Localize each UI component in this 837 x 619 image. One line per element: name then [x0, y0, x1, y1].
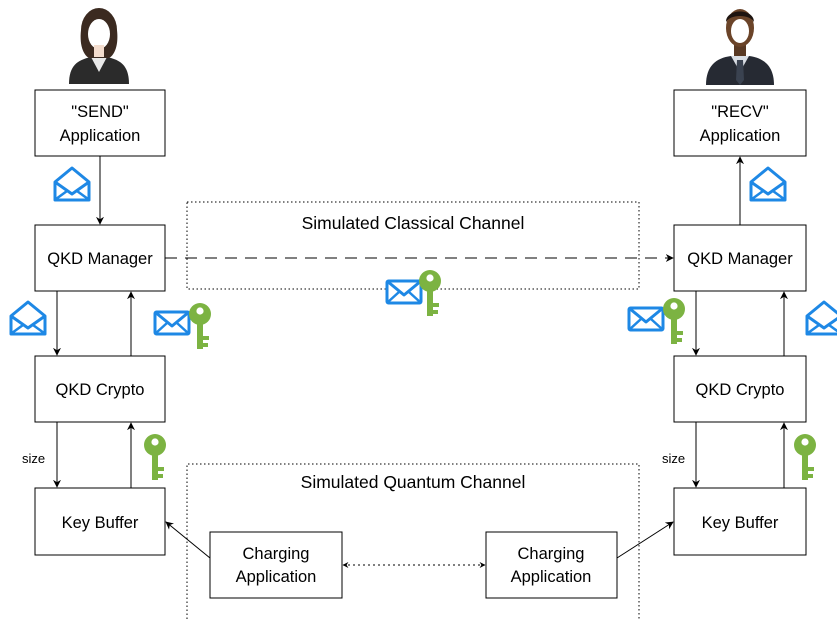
right-charging-application-box: Charging Application [485, 531, 618, 599]
left-charging-label-2: Application [236, 568, 317, 586]
left-qkd-crypto-box: QKD Crypto [34, 355, 166, 423]
right-qkd-crypto-box: QKD Crypto [673, 355, 807, 423]
left-qkd-manager-box: QKD Manager [34, 224, 166, 292]
right-qkd-crypto-label: QKD Crypto [696, 381, 785, 399]
left-size-label: size [22, 451, 45, 466]
left-qkd-manager-label: QKD Manager [47, 250, 153, 268]
envelope-icon [627, 306, 665, 332]
envelope-icon [805, 300, 837, 336]
right-key-buffer-box: Key Buffer [673, 487, 807, 556]
quantum-channel-label: Simulated Quantum Channel [301, 472, 526, 492]
classical-channel: Simulated Classical Channel [186, 201, 640, 290]
send-application-label-1: "SEND" [71, 103, 129, 121]
woman-user-icon [69, 8, 129, 84]
left-charging-label-1: Charging [243, 545, 310, 563]
right-qkd-manager-box: QKD Manager [673, 224, 807, 292]
key-icon [144, 434, 166, 480]
envelope-icon [749, 166, 787, 202]
classical-channel-label: Simulated Classical Channel [302, 213, 525, 233]
send-application-box: "SEND" Application [34, 89, 166, 157]
envelope-icon [153, 310, 191, 336]
right-qkd-manager-label: QKD Manager [687, 250, 793, 268]
right-charging-label-1: Charging [518, 545, 585, 563]
left-qkd-crypto-label: QKD Crypto [56, 381, 145, 399]
left-charging-application-box: Charging Application [209, 531, 343, 599]
envelope-icon [385, 279, 423, 305]
left-key-buffer-label: Key Buffer [62, 514, 139, 532]
right-size-label: size [662, 451, 685, 466]
right-charging-label-2: Application [511, 568, 592, 586]
key-icon [794, 434, 816, 480]
envelope-icon [53, 166, 91, 202]
envelope-icon [9, 300, 47, 336]
arrow-right-charging-to-buffer [616, 521, 674, 559]
key-icon [663, 298, 685, 344]
send-application-label-2: Application [60, 127, 141, 145]
recv-application-label-1: "RECV" [711, 103, 769, 121]
key-icon [189, 303, 211, 349]
recv-application-box: "RECV" Application [673, 89, 807, 157]
man-user-icon [706, 9, 774, 85]
arrow-left-charging-to-buffer [165, 521, 211, 559]
quantum-channel: Simulated Quantum Channel [186, 463, 640, 619]
left-key-buffer-box: Key Buffer [34, 487, 166, 556]
right-key-buffer-label: Key Buffer [702, 514, 779, 532]
recv-application-label-2: Application [700, 127, 781, 145]
